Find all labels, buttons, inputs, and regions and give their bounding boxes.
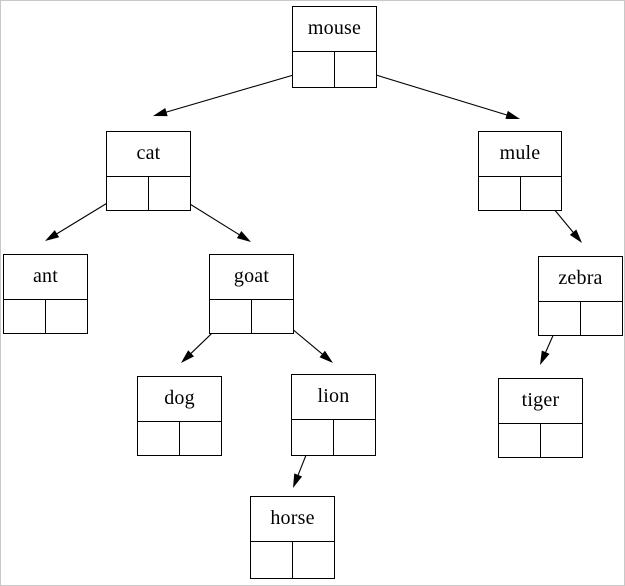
tree-edge-mouse-to-cat [153, 68, 315, 117]
right-pointer-cell [180, 422, 221, 455]
right-pointer-cell [46, 300, 87, 333]
tree-node-label: mouse [307, 17, 362, 39]
right-pointer-cell [541, 424, 582, 457]
left-pointer-cell [293, 52, 335, 87]
right-pointer-cell [252, 300, 293, 333]
tree-node-tiger: tiger [498, 378, 583, 458]
left-pointer-cell [292, 420, 334, 455]
tree-node-pointer-row [479, 176, 561, 210]
edge-arrowhead [505, 110, 520, 119]
right-pointer-cell [521, 177, 562, 210]
tree-node-horse: horse [250, 496, 335, 579]
tree-node-label: mule [499, 142, 541, 164]
tree-node-pointer-row [251, 541, 334, 578]
edge-arrowhead [569, 229, 582, 243]
right-pointer-cell [334, 420, 375, 455]
tree-node-pointer-row [539, 301, 622, 335]
tree-node-pointer-row [210, 299, 293, 333]
tree-node-pointer-row [292, 419, 375, 455]
tree-node-label: tiger [521, 389, 560, 411]
tree-node-label: cat [136, 142, 161, 164]
left-pointer-cell [479, 177, 521, 210]
left-pointer-cell [539, 302, 581, 335]
tree-node-dog: dog [137, 376, 222, 456]
left-pointer-cell [499, 424, 541, 457]
left-pointer-cell [138, 422, 180, 455]
tree-node-ant: ant [3, 254, 88, 334]
left-pointer-cell [107, 177, 149, 210]
right-pointer-cell [293, 542, 334, 578]
tree-node-pointer-row [293, 51, 376, 87]
tree-node-mouse: mouse [292, 6, 377, 88]
tree-node-lion: lion [291, 374, 376, 456]
edge-arrowhead [45, 230, 60, 241]
edge-arrowhead [181, 350, 195, 363]
tree-node-label: dog [164, 387, 195, 409]
right-pointer-cell [149, 177, 190, 210]
right-pointer-cell [581, 302, 622, 335]
left-pointer-cell [251, 542, 293, 578]
tree-node-pointer-row [107, 176, 190, 210]
tree-node-label: ant [32, 265, 59, 287]
tree-node-label: zebra [558, 267, 603, 289]
tree-node-label: goat [233, 265, 270, 287]
right-pointer-cell [335, 52, 376, 87]
tree-node-pointer-row [4, 299, 87, 333]
edge-arrowhead [153, 108, 168, 117]
edge-arrowhead [236, 231, 251, 242]
edge-arrowhead [293, 473, 303, 488]
left-pointer-cell [4, 300, 46, 333]
tree-node-cat: cat [106, 131, 191, 211]
tree-node-pointer-row [138, 421, 221, 455]
tree-node-goat: goat [209, 254, 294, 334]
tree-edge-mouse-to-mule [352, 67, 520, 119]
tree-node-zebra: zebra [538, 256, 623, 336]
tree-node-mule: mule [478, 131, 562, 211]
tree-node-pointer-row [499, 423, 582, 457]
tree-node-label: lion [317, 385, 350, 407]
tree-node-label: horse [270, 507, 315, 529]
edge-arrowhead [319, 350, 333, 363]
left-pointer-cell [210, 300, 252, 333]
edge-arrowhead [540, 350, 550, 365]
